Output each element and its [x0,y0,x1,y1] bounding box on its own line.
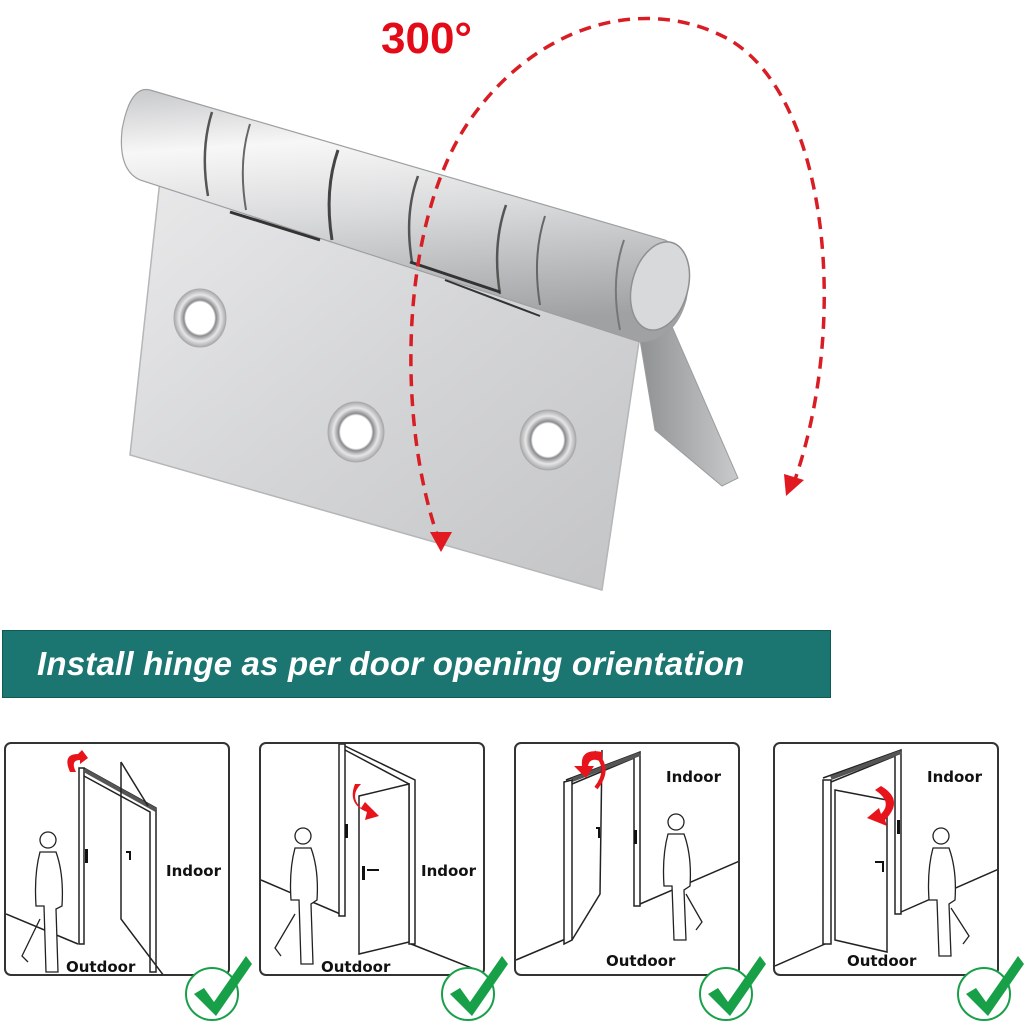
door-diagram [516,749,738,961]
instruction-banner: Install hinge as per door opening orient… [2,630,831,698]
banner-text: Install hinge as per door opening orient… [37,645,745,682]
hinge-hero: 300° [120,14,826,591]
check-icon [185,956,252,1021]
door-diagram [261,744,483,974]
outdoor-label: Outdoor [66,958,136,976]
orientation-panel-3: Indoor Outdoor [514,742,740,976]
rotation-angle-label: 300° [381,14,473,63]
door-diagram [6,750,164,974]
outdoor-label: Outdoor [847,952,917,970]
orientation-panel-4: Indoor Outdoor [773,742,999,976]
indoor-label: Indoor [421,862,477,880]
check-icon [699,956,766,1021]
door-diagram [775,748,997,967]
check-icon [441,956,508,1021]
outdoor-label: Outdoor [606,952,676,970]
outdoor-label: Outdoor [321,958,391,976]
hinge-illustration [120,16,826,591]
orientation-panel-1: Indoor Outdoor [4,742,230,976]
indoor-label: Indoor [166,862,222,880]
indoor-label: Indoor [927,768,983,786]
orientation-panel-2: Indoor Outdoor [259,742,485,976]
indoor-label: Indoor [666,768,722,786]
check-icon [957,956,1024,1021]
